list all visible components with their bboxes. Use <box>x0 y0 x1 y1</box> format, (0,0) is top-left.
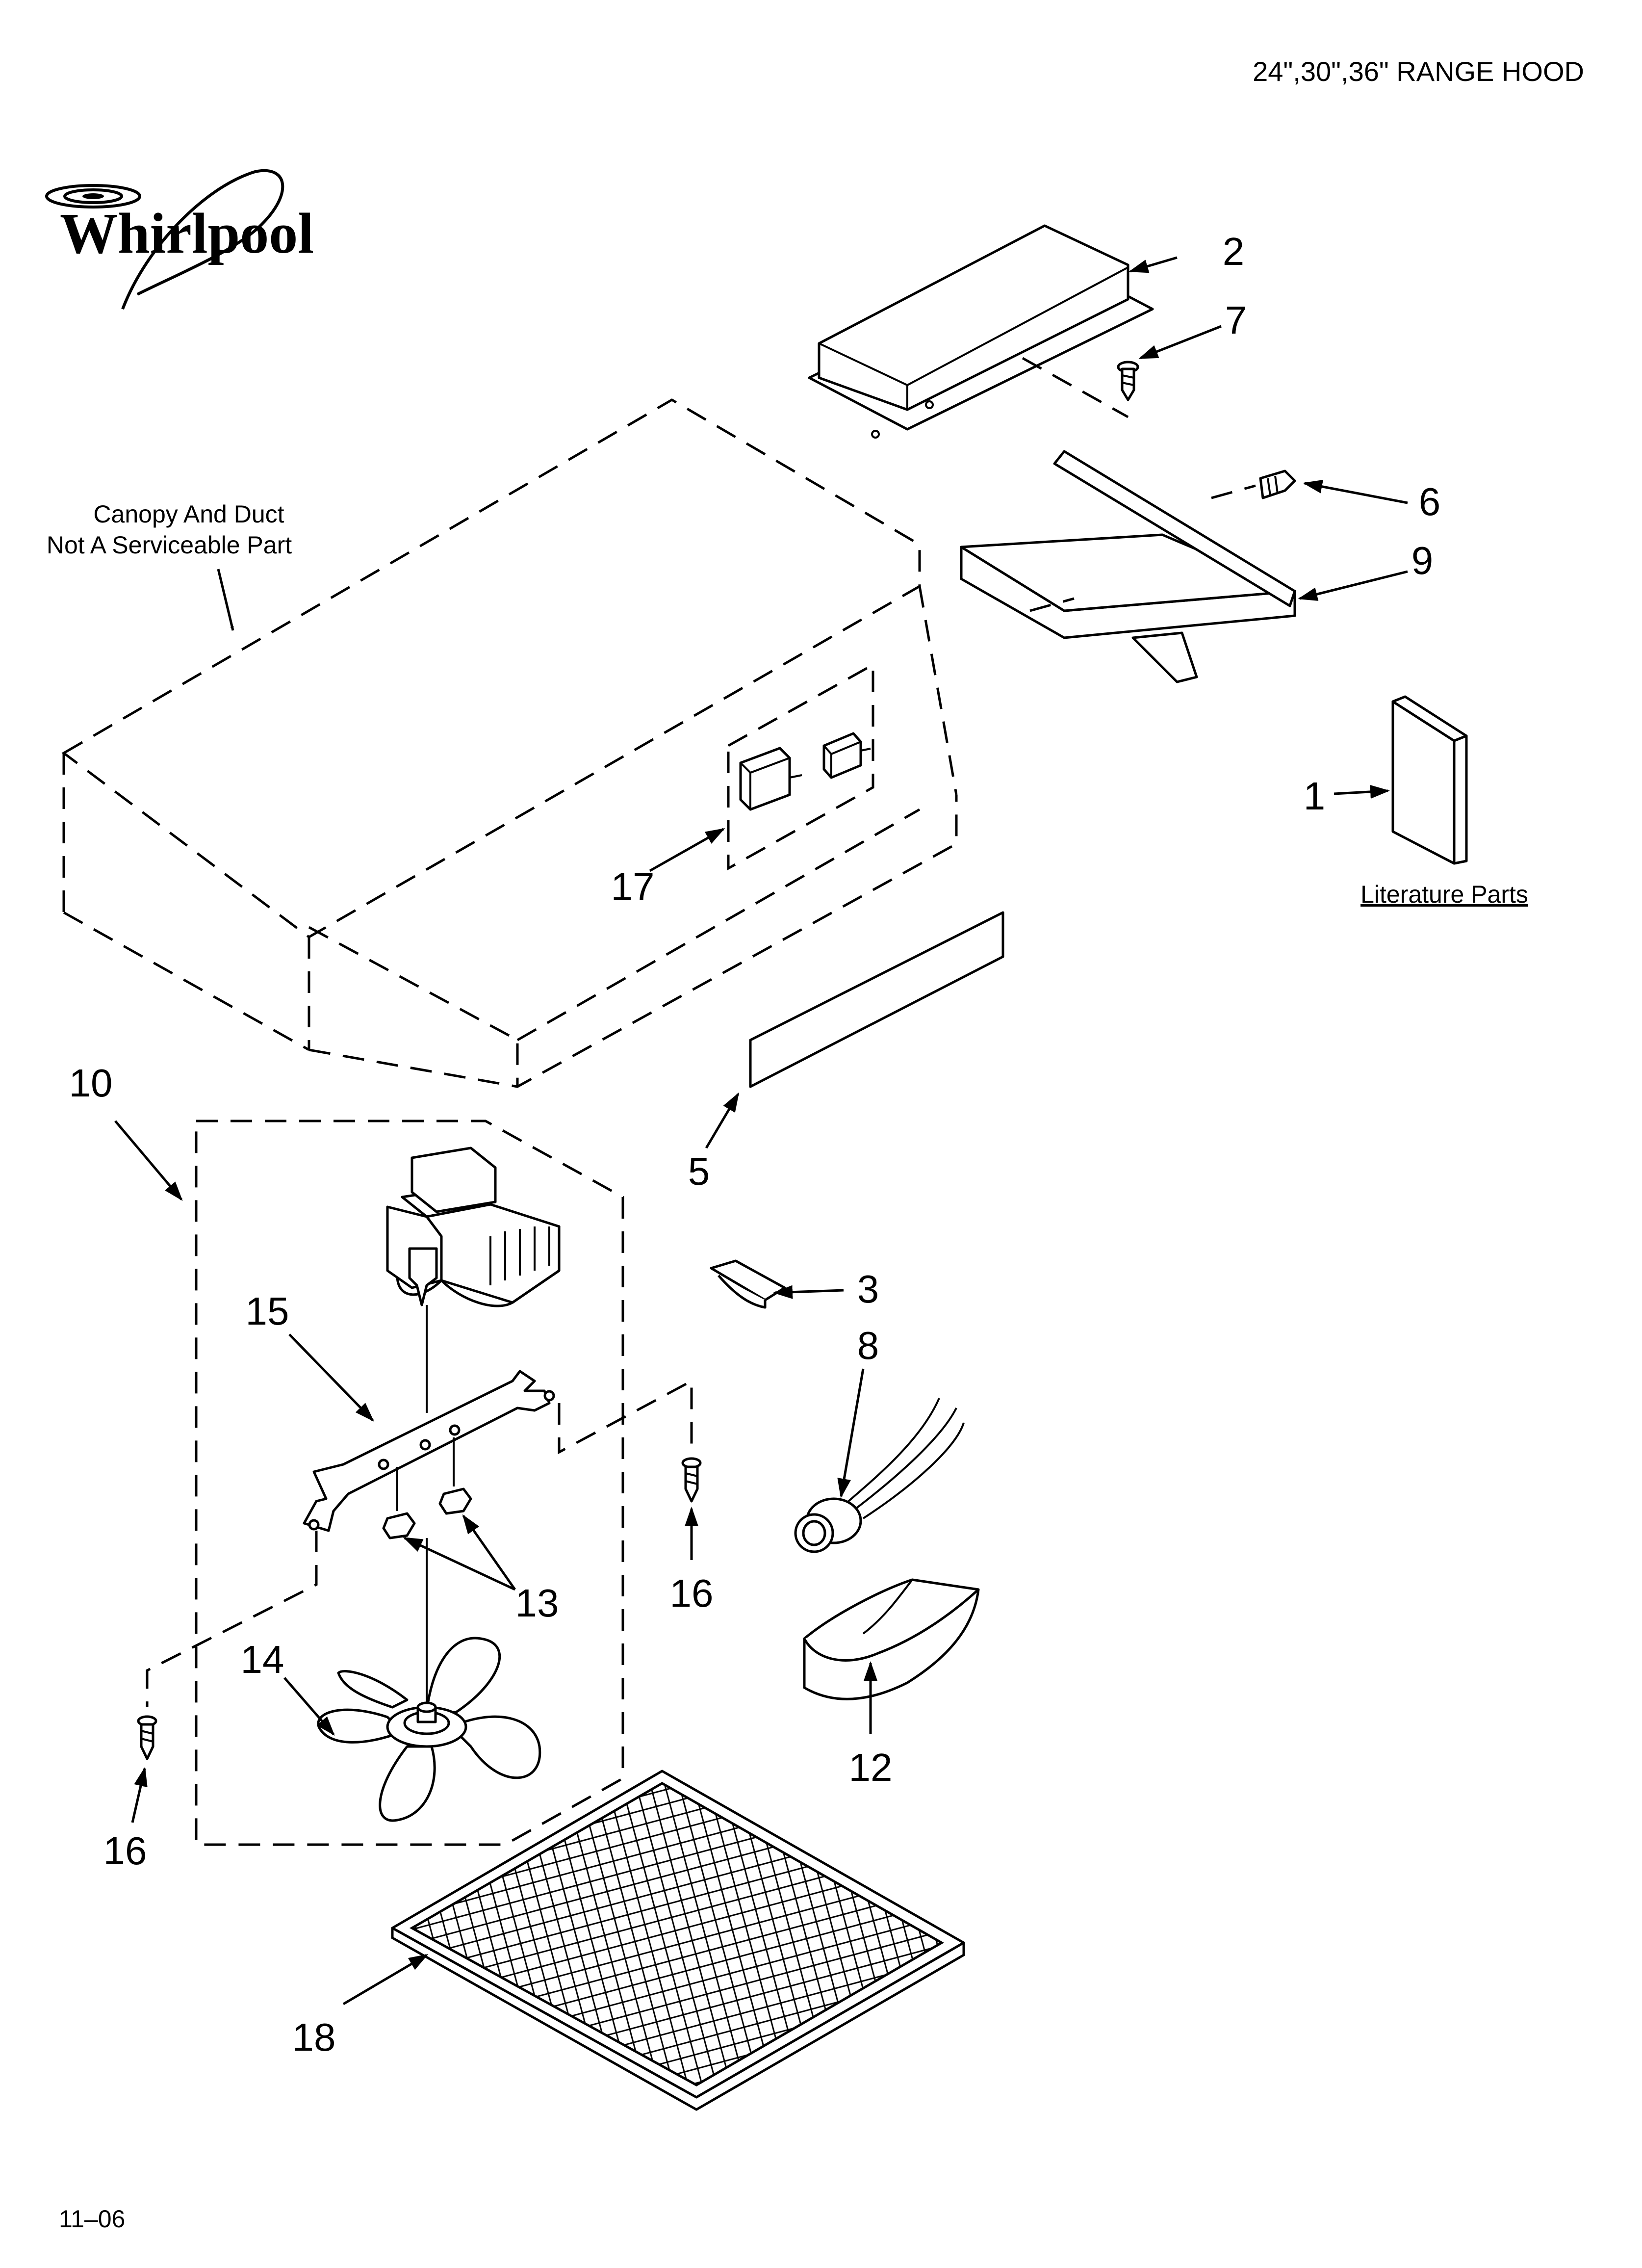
callout-8: 8 <box>857 1324 879 1367</box>
label-strip <box>749 911 1004 1088</box>
whirlpool-logo: Whirlpool <box>45 169 314 310</box>
callout-7: 7 <box>1225 298 1247 342</box>
callout-17: 17 <box>611 865 655 909</box>
fan-motor <box>386 1147 561 1413</box>
callout-10: 10 <box>69 1061 113 1105</box>
duct-cover <box>808 224 1154 439</box>
literature-parts-label: Literature Parts <box>1360 881 1528 908</box>
callout-3: 3 <box>857 1267 879 1311</box>
screw-6 <box>1211 469 1296 499</box>
light-lens <box>803 1578 980 1700</box>
callout-18: 18 <box>292 2015 336 2059</box>
callout-13: 13 <box>515 1581 559 1625</box>
canopy-note-leader <box>217 569 234 631</box>
callout-15: 15 <box>246 1289 289 1333</box>
screw-7 <box>1117 361 1139 401</box>
callout-12: 12 <box>849 1746 893 1789</box>
mount-path-left <box>146 1531 318 1707</box>
callout-6: 6 <box>1419 480 1441 523</box>
literature-booklet <box>1391 695 1468 865</box>
date-code: 11–06 <box>59 2205 125 2233</box>
screw-16-right <box>681 1457 702 1503</box>
clip <box>710 1259 786 1309</box>
callout-14: 14 <box>241 1638 284 1681</box>
canopy-outline <box>61 398 958 1088</box>
lamp-socket <box>794 1398 965 1553</box>
motor-bracket <box>303 1370 693 1532</box>
canopy-note-line1: Canopy And Duct <box>93 500 284 528</box>
nuts <box>382 1437 472 1539</box>
callout-16-left: 16 <box>103 1829 147 1873</box>
callout-9: 9 <box>1411 539 1434 582</box>
fan-blade <box>317 1637 541 1822</box>
canopy-note-line2: Not A Serviceable Part <box>47 531 292 559</box>
callout-5: 5 <box>688 1149 710 1193</box>
callout-arrows <box>114 256 1408 2006</box>
grease-filter <box>391 1770 965 2111</box>
switch-controls <box>739 732 871 811</box>
callout-2: 2 <box>1223 230 1245 273</box>
model-title: 24",30",36" RANGE HOOD <box>1253 56 1584 87</box>
fan-assembly-outline <box>195 1120 624 1846</box>
logo-text: Whirlpool <box>60 201 314 265</box>
callout-1: 1 <box>1304 774 1326 818</box>
screw-16-left <box>137 1715 157 1760</box>
callout-16-right: 16 <box>670 1571 714 1615</box>
mounting-bracket <box>960 450 1296 683</box>
